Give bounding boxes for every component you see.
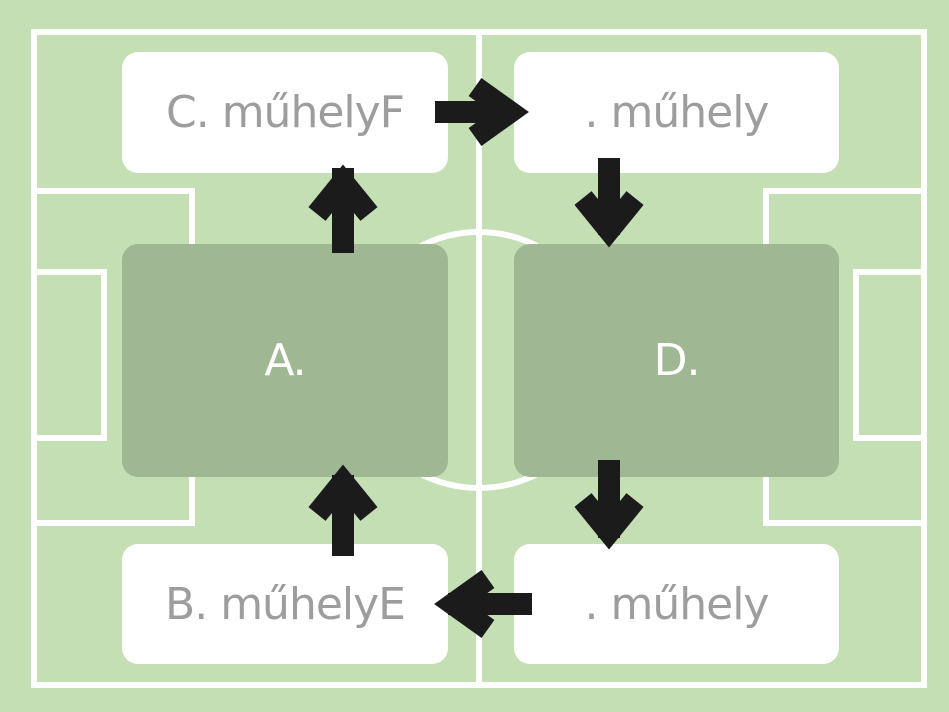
area-d-box: D.: [514, 244, 839, 477]
arrow-c-to-top-right: [435, 78, 529, 146]
right-goal-box: [853, 269, 927, 441]
left-goal-box: [31, 269, 107, 441]
arrow-bottom-right-to-b: [434, 570, 532, 638]
workshop-top-right-box: . műhely: [514, 52, 839, 173]
arrow-top-right-to-d: [574, 158, 644, 248]
arrow-b-to-a: [308, 464, 378, 556]
arrow-a-to-c: [308, 164, 378, 253]
workshop-c-box: C. műhelyF: [122, 52, 448, 173]
arrow-d-to-bottom-right: [574, 460, 644, 550]
workshop-b-box: B. műhelyE: [122, 544, 448, 664]
workshop-bottom-right-box: . műhely: [514, 544, 839, 664]
area-a-box: A.: [122, 244, 448, 477]
